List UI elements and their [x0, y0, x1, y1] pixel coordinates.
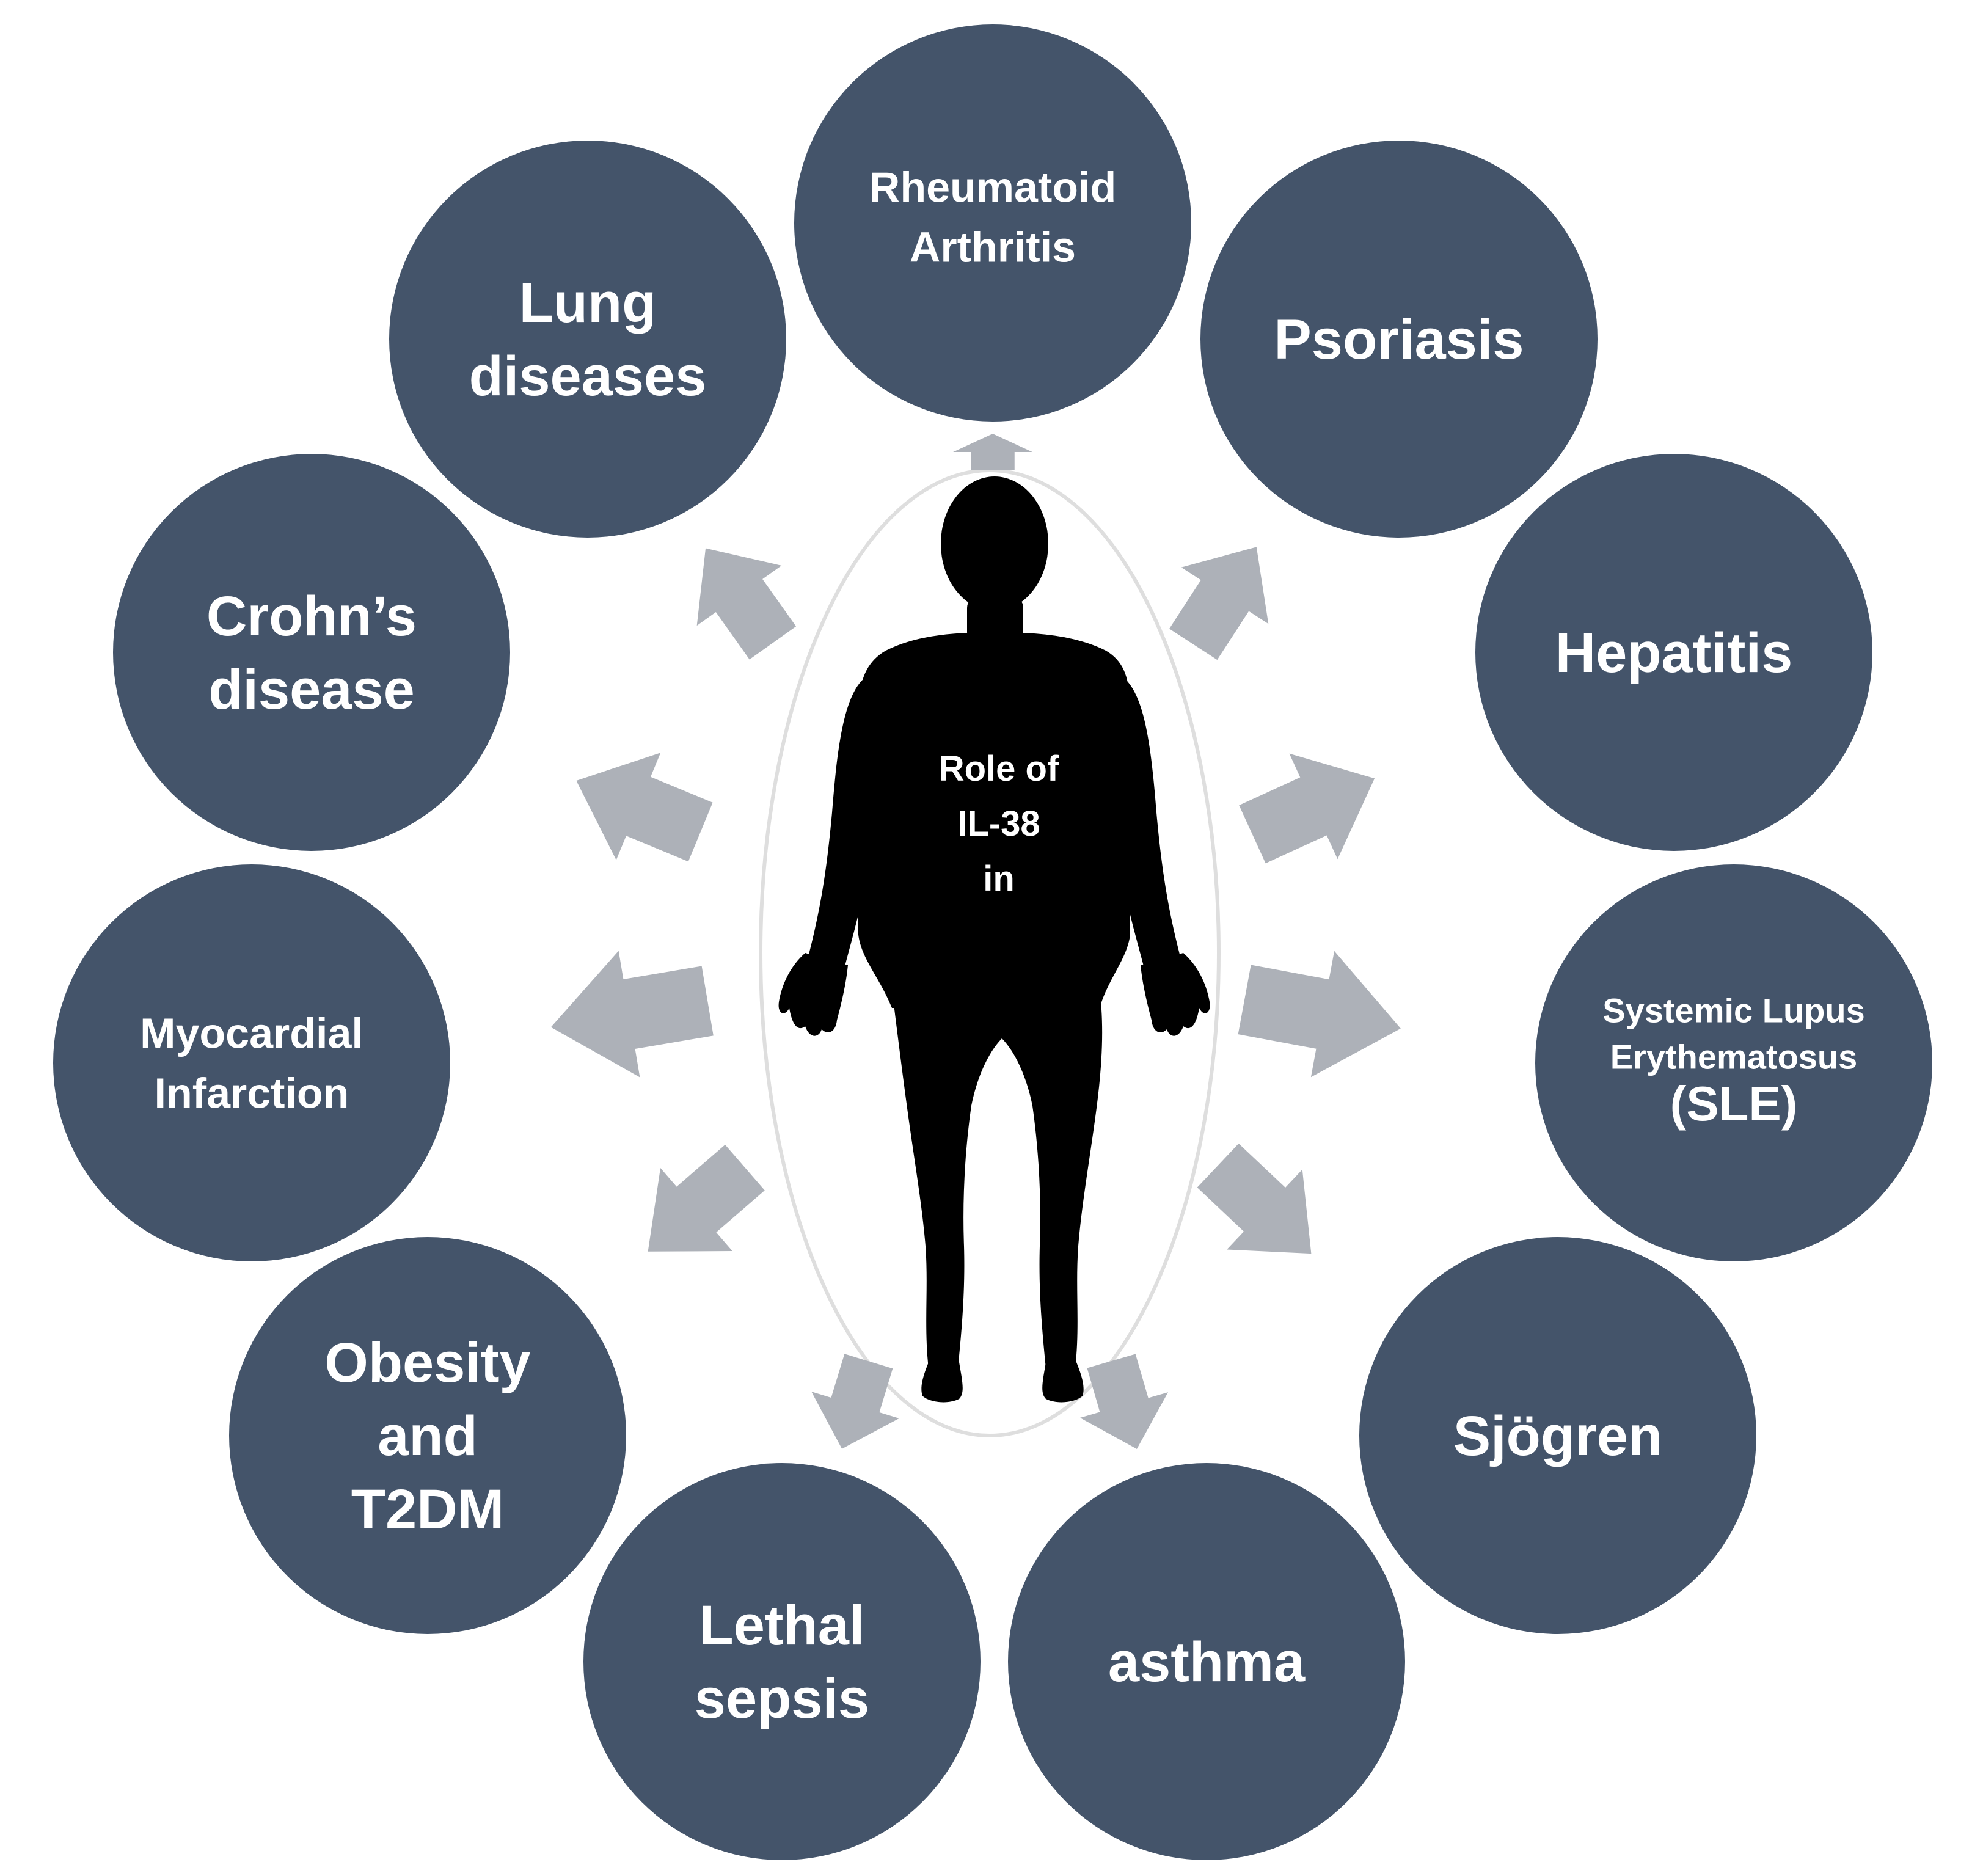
disease-circle-shape — [1535, 864, 1932, 1261]
disease-circle-shape — [1008, 1463, 1405, 1860]
disease-label-lethal-sepsis-line-1: Lethal — [699, 1594, 865, 1657]
disease-label-sle-line-3: (SLE) — [1670, 1076, 1798, 1131]
disease-label-obesity-t2dm-line-2: and — [378, 1405, 478, 1467]
arrow-to-psoriasis — [1169, 547, 1269, 660]
disease-circle-lung-diseases: Lung diseases — [389, 141, 786, 538]
disease-circle-asthma: asthma — [1008, 1463, 1405, 1860]
disease-label-lethal-sepsis-line-2: sepsis — [695, 1668, 869, 1730]
disease-label-myocardial-infarction-line-1: Myocardial — [140, 1010, 363, 1057]
disease-label-crohns-disease-line-2: disease — [208, 659, 415, 721]
disease-circle-crohns-disease: Crohn’s disease — [113, 454, 510, 851]
disease-label-sle-line-1: Systemic Lupus — [1602, 991, 1864, 1030]
center-label-line-3: in — [983, 859, 1015, 899]
disease-label-sle-line-2: Erythematosus — [1610, 1038, 1858, 1076]
center-label: Role of IL-38 in — [939, 749, 1059, 899]
arrow-to-obesity-t2dm — [648, 1144, 765, 1252]
disease-circle-shape — [794, 24, 1191, 422]
disease-circle-sjogren: Sjögren — [1359, 1237, 1756, 1634]
disease-label-rheumatoid-arthritis-line-2: Arthritis — [910, 224, 1076, 271]
arrow-to-lung-diseases — [696, 548, 797, 660]
disease-label-asthma-line-1: asthma — [1108, 1631, 1306, 1693]
disease-label-lung-diseases-line-1: Lung — [519, 272, 657, 334]
disease-circle-hepatitis: Hepatitis — [1475, 454, 1872, 851]
arrows-group — [550, 434, 1401, 1450]
disease-circle-shape — [1200, 141, 1598, 538]
arrow-to-lethal-sepsis — [811, 1354, 899, 1449]
disease-label-lung-diseases-line-2: diseases — [469, 345, 707, 407]
arrow-to-sle — [1238, 951, 1401, 1078]
disease-circles: RheumatoidArthritisPsoriasisHepatitisSys… — [53, 24, 1932, 1860]
disease-circle-shape — [229, 1237, 626, 1634]
disease-label-crohns-disease-line-1: Crohn’s — [206, 585, 417, 648]
disease-circle-psoriasis: Psoriasis — [1200, 141, 1598, 538]
center-label-line-2: IL-38 — [957, 804, 1040, 844]
disease-circle-shape — [1359, 1237, 1756, 1634]
arrow-to-crohns-disease — [576, 753, 713, 862]
disease-circle-lethal-sepsis: Lethal sepsis — [583, 1463, 981, 1860]
arrow-to-asthma — [1079, 1354, 1169, 1450]
disease-circle-shape — [1475, 454, 1872, 851]
disease-circle-shape — [583, 1463, 981, 1860]
disease-circle-shape — [389, 141, 786, 538]
disease-label-sjogren-line-1: Sjögren — [1453, 1405, 1662, 1467]
disease-label-obesity-t2dm-line-3: T2DM — [351, 1478, 504, 1541]
disease-circle-shape — [53, 864, 450, 1261]
arrow-to-myocardial-infarction — [550, 951, 714, 1078]
disease-label-rheumatoid-arthritis-line-1: Rheumatoid — [869, 164, 1116, 211]
arrow-to-rheumatoid-arthritis — [953, 434, 1032, 470]
arrow-to-sjogren — [1197, 1143, 1312, 1254]
arrow-to-hepatitis — [1239, 753, 1375, 864]
human-silhouette-icon — [778, 476, 1210, 1403]
center-label-line-1: Role of — [939, 749, 1059, 789]
disease-label-hepatitis-line-1: Hepatitis — [1555, 622, 1793, 684]
disease-label-myocardial-infarction-line-2: Infarction — [155, 1070, 349, 1117]
disease-circle-shape — [113, 454, 510, 851]
disease-label-obesity-t2dm-line-1: Obesity — [324, 1332, 530, 1394]
disease-label-psoriasis-line-1: Psoriasis — [1274, 308, 1524, 371]
